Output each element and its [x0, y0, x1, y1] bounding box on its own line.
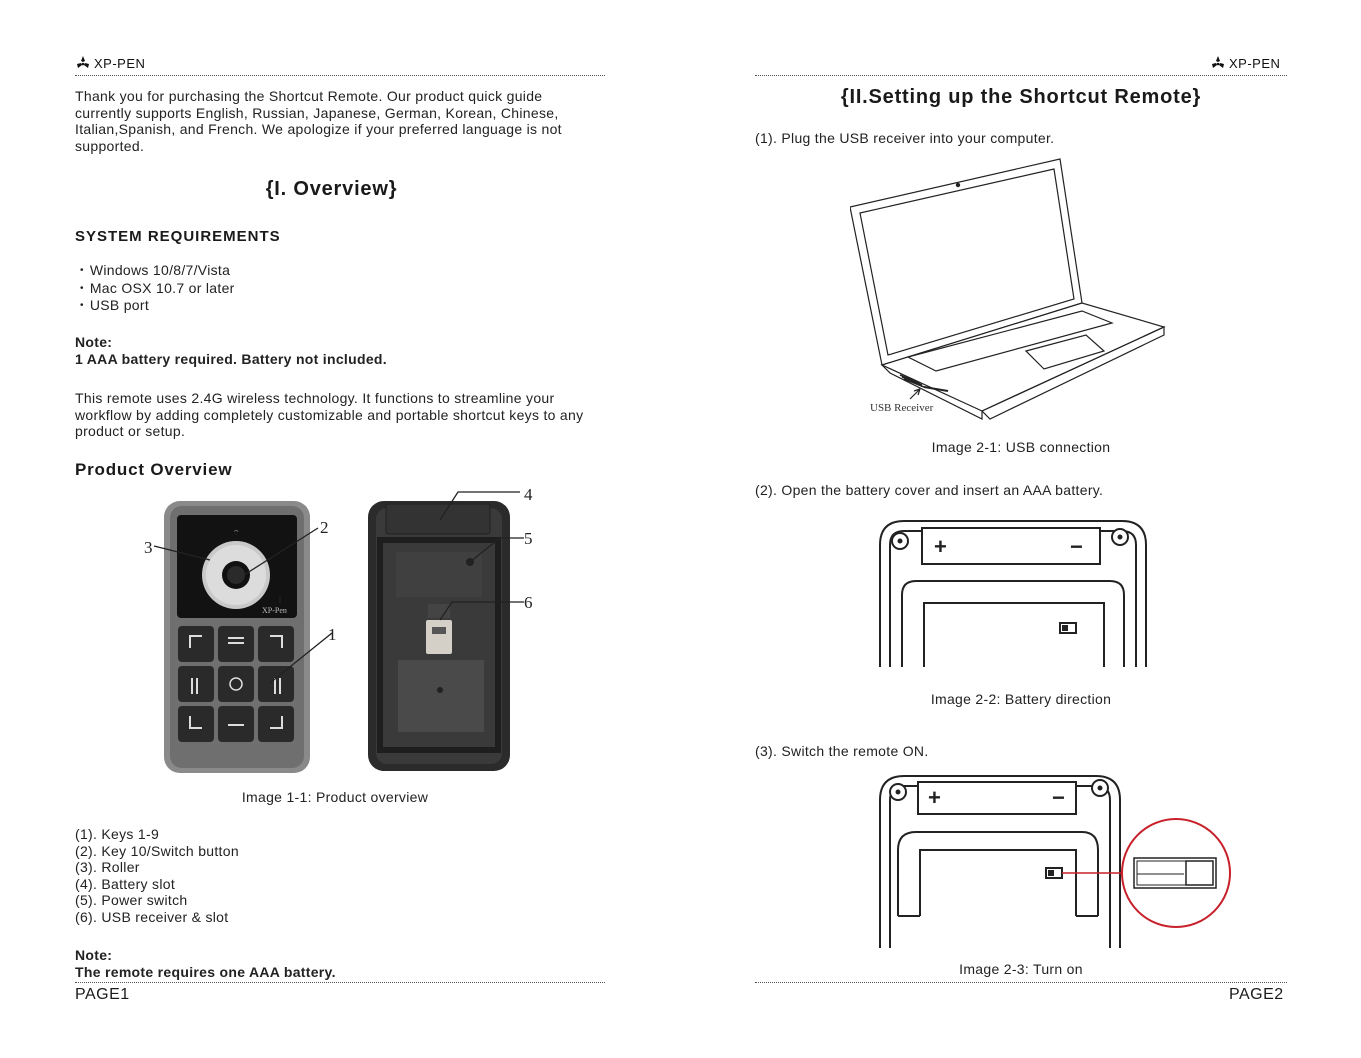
- list-item: USB port: [80, 297, 235, 315]
- battery-plus-sign: +: [934, 534, 947, 559]
- page-2: XP-PEN {II.Setting up the Shortcut Remot…: [680, 0, 1361, 1058]
- device-logo-text: XP-Pen: [262, 606, 287, 615]
- usb-receiver: [426, 620, 452, 654]
- product-overview-heading: Product Overview: [75, 460, 233, 479]
- footer-divider: [755, 982, 1287, 983]
- footer-divider: [75, 982, 605, 983]
- battery-minus-sign: −: [1052, 785, 1065, 810]
- callout-6: 6: [524, 593, 533, 612]
- battery-slot: [385, 503, 491, 535]
- overview-heading: {I. Overview}: [265, 178, 398, 200]
- callout-5: 5: [524, 529, 533, 548]
- note-text: The remote requires one AAA battery.: [75, 964, 336, 980]
- list-item: (1). Keys 1-9: [75, 826, 160, 842]
- product-overview-diagram: ⌔ XP-Pen: [144, 485, 533, 773]
- description-paragraph: This remote uses 2.4G wireless technolog…: [75, 390, 584, 439]
- intro-paragraph: Thank you for purchasing the Shortcut Re…: [75, 88, 562, 154]
- parts-list: (1). Keys 1-9 (2). Key 10/Switch button …: [75, 826, 239, 925]
- key: [178, 626, 214, 662]
- brand-name: XP-PEN: [94, 55, 146, 71]
- system-requirements-heading: SYSTEM REQUIREMENTS: [75, 228, 281, 245]
- battery-plus-sign: +: [928, 785, 941, 810]
- callout-3: 3: [144, 538, 153, 557]
- key: [178, 706, 214, 742]
- header-divider: [75, 75, 605, 76]
- note-label: Note:: [75, 947, 113, 963]
- page-number: PAGE2: [1229, 986, 1284, 1003]
- list-item: (4). Battery slot: [75, 875, 176, 892]
- page-1: XP-PEN Thank you for purchasing the Shor…: [0, 0, 680, 1058]
- callout-2: 2: [320, 518, 329, 537]
- xp-pen-logo-icon: [1212, 56, 1224, 68]
- page-number: PAGE1: [75, 986, 130, 1003]
- key: [258, 626, 294, 662]
- system-requirements-list: Windows 10/8/7/Vista Mac OSX 10.7 or lat…: [80, 262, 235, 315]
- wireless-icon: ⌔: [233, 529, 240, 537]
- step-3-text: (3). Switch the remote ON.: [755, 743, 929, 759]
- turn-on-illustration: + −: [879, 775, 1231, 948]
- image-2-2-caption: Image 2-2: Battery direction: [930, 691, 1112, 707]
- battery-minus-sign: −: [1070, 534, 1083, 559]
- key: [258, 706, 294, 742]
- laptop-usb-illustration: USB Receiver: [850, 158, 1166, 420]
- key: [218, 666, 254, 702]
- image-2-1-caption: Image 2-1: USB connection: [931, 439, 1111, 455]
- keys-grid: [178, 626, 294, 742]
- note-label: Note:: [75, 334, 113, 350]
- image-1-1-caption: Image 1-1: Product overview: [241, 789, 429, 805]
- brand-logo: XP-PEN: [75, 55, 145, 71]
- usb-receiver-label: USB Receiver: [870, 402, 934, 414]
- list-item: Mac OSX 10.7 or later: [80, 280, 235, 298]
- list-item: (5). Power switch: [75, 892, 188, 908]
- list-item: (2). Key 10/Switch button: [75, 842, 239, 859]
- step-2-text: (2). Open the battery cover and insert a…: [755, 482, 1104, 498]
- image-2-3-caption: Image 2-3: Turn on: [959, 961, 1083, 977]
- brand-name: XP-PEN: [1229, 55, 1281, 71]
- note-text: 1 AAA battery required. Battery not incl…: [75, 351, 387, 367]
- setup-heading: {II.Setting up the Shortcut Remote}: [840, 86, 1202, 108]
- list-item: (3). Roller: [75, 859, 140, 875]
- step-1-text: (1). Plug the USB receiver into your com…: [755, 130, 1055, 146]
- header-divider: [755, 75, 1287, 76]
- callout-1: 1: [328, 625, 337, 644]
- battery-direction-illustration: + −: [879, 520, 1147, 667]
- xp-pen-logo-icon: [77, 56, 89, 68]
- list-item: Windows 10/8/7/Vista: [80, 262, 235, 280]
- callout-4: 4: [524, 485, 533, 504]
- switch-on-position: [1185, 860, 1214, 886]
- brand-logo: XP-PEN: [1210, 55, 1280, 71]
- list-item: (6). USB receiver & slot: [75, 908, 229, 925]
